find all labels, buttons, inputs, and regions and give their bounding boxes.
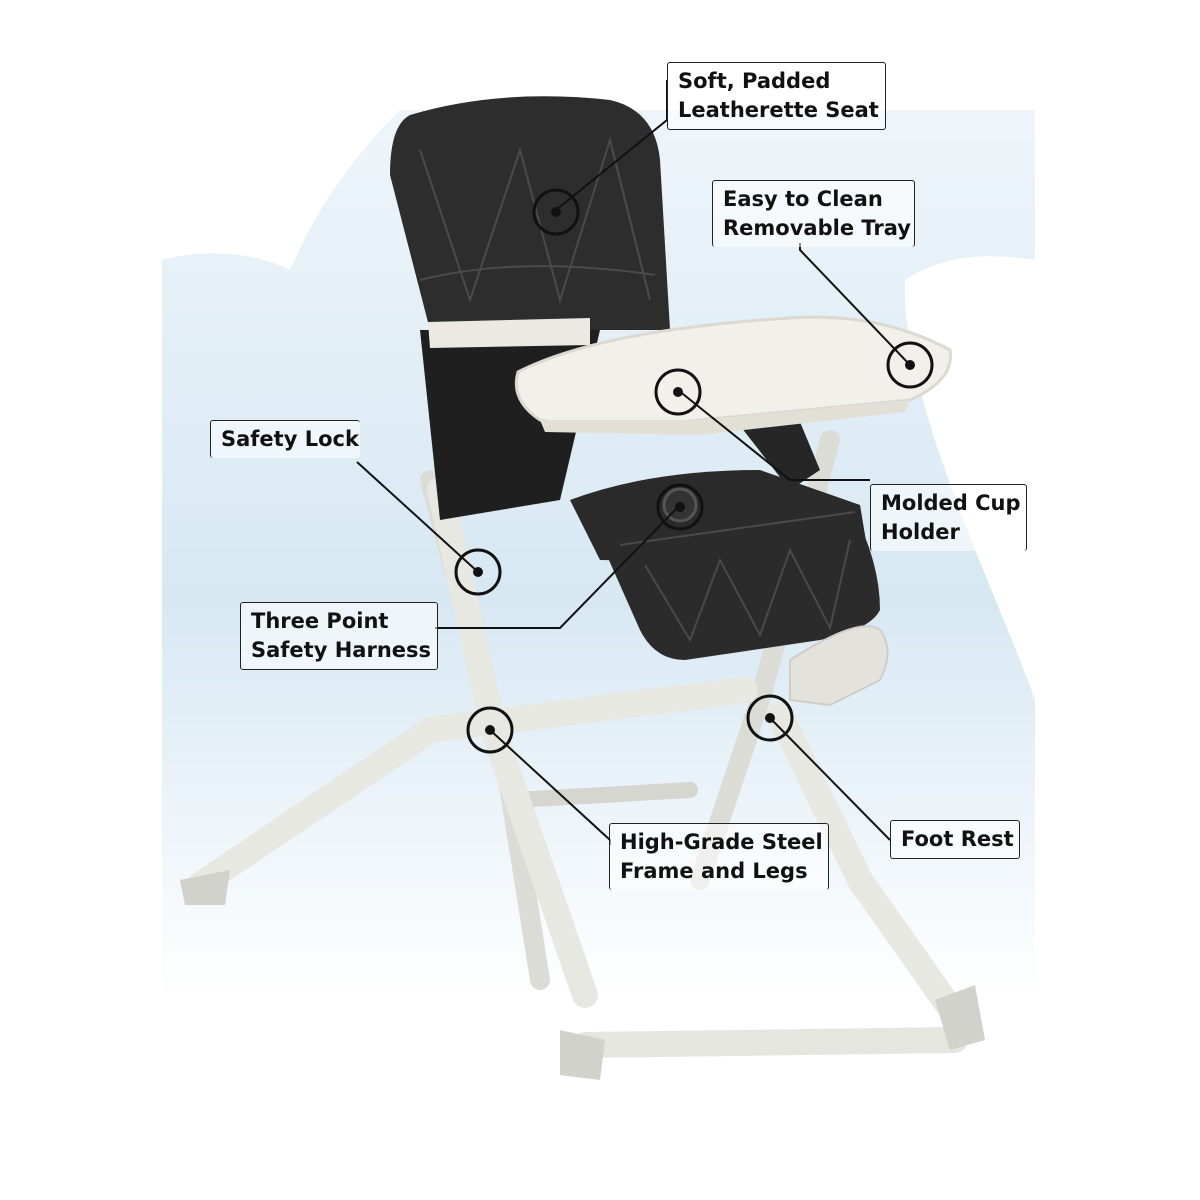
callout-safety-harness: Three Point Safety Harness (240, 602, 438, 670)
callout-frame-line2: Frame and Legs (620, 859, 808, 883)
callout-steel-frame: High-Grade Steel Frame and Legs (609, 823, 829, 890)
target-marker-tray (886, 341, 934, 389)
front-leg-lower-right (767, 702, 968, 1028)
target-marker-harness (656, 483, 704, 531)
callout-footrest-line1: Foot Rest (901, 827, 1014, 851)
callout-removable-tray: Easy to Clean Removable Tray (712, 180, 915, 247)
foot-right (935, 985, 985, 1050)
footrest-bar (789, 625, 889, 707)
callout-cup-line1: Molded Cup (881, 491, 1021, 515)
callout-lock-line1: Safety Lock (221, 427, 359, 451)
callout-foot-rest: Foot Rest (890, 820, 1020, 859)
callout-target-markers (454, 188, 934, 754)
rear-crossbar (507, 782, 698, 808)
callout-tray-line1: Easy to Clean (723, 187, 883, 211)
callout-cup-line2: Holder (881, 520, 960, 544)
callout-seat-line1: Soft, Padded (678, 69, 831, 93)
leg-rest-stitching (619, 511, 856, 643)
callout-frame-line1: High-Grade Steel (620, 830, 823, 854)
base-bar (572, 1027, 968, 1058)
target-marker-seat (532, 188, 580, 236)
tray-rear-rail (428, 318, 590, 348)
target-marker-cup (654, 368, 702, 416)
foot-center (560, 1030, 605, 1080)
foot-left (180, 870, 230, 905)
leg-rest-cushion (600, 505, 880, 660)
callout-tray-line2: Removable Tray (723, 216, 911, 240)
front-leg-right (187, 677, 758, 898)
callout-seat-line2: Leatherette Seat (678, 98, 879, 122)
callout-safety-lock: Safety Lock (210, 420, 360, 458)
callout-molded-cup-holder: Molded Cup Holder (870, 484, 1027, 551)
callout-soft-padded-seat: Soft, Padded Leatherette Seat (667, 62, 886, 130)
target-marker-lock (454, 548, 502, 596)
tray-front-edge (540, 400, 910, 435)
target-marker-frame (466, 706, 514, 754)
callout-harness-line1: Three Point (251, 609, 389, 633)
callout-harness-line2: Safety Harness (251, 638, 432, 662)
target-marker-footrest (746, 694, 794, 742)
